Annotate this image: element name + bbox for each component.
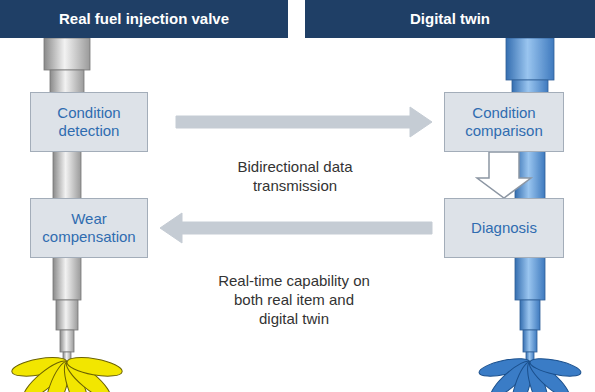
header-band: Real fuel injection valve <box>0 0 288 38</box>
valve-tip <box>60 330 74 352</box>
valve-lower-body <box>56 300 78 330</box>
header-band: Digital twin <box>305 0 595 38</box>
valve-cap <box>44 38 90 70</box>
hollow-flow-arrow <box>477 152 531 198</box>
data-flow-arrow <box>160 213 432 243</box>
process-box: Condition detection <box>30 92 148 152</box>
header-title: Digital twin <box>410 10 490 28</box>
process-box: Diagnosis <box>444 198 564 258</box>
process-box: Wear compensation <box>30 198 148 258</box>
twin-lower-body <box>520 300 540 330</box>
box-label: Wear compensation <box>39 210 139 246</box>
box-label: Diagnosis <box>471 219 537 237</box>
data-flow-arrow <box>176 107 432 137</box>
header-title: Real fuel injection valve <box>59 10 229 28</box>
box-label: Condition comparison <box>453 104 555 140</box>
flow-note: Bidirectional data transmission <box>205 158 385 196</box>
twin-tip <box>523 330 537 352</box>
real-fuel-spray <box>10 354 123 392</box>
digital-fuel-spray <box>478 355 583 392</box>
box-label: Condition detection <box>39 104 139 140</box>
twin-cap <box>506 38 554 80</box>
process-box: Condition comparison <box>444 92 564 152</box>
flow-note: Real-time capability on both real item a… <box>216 272 372 328</box>
